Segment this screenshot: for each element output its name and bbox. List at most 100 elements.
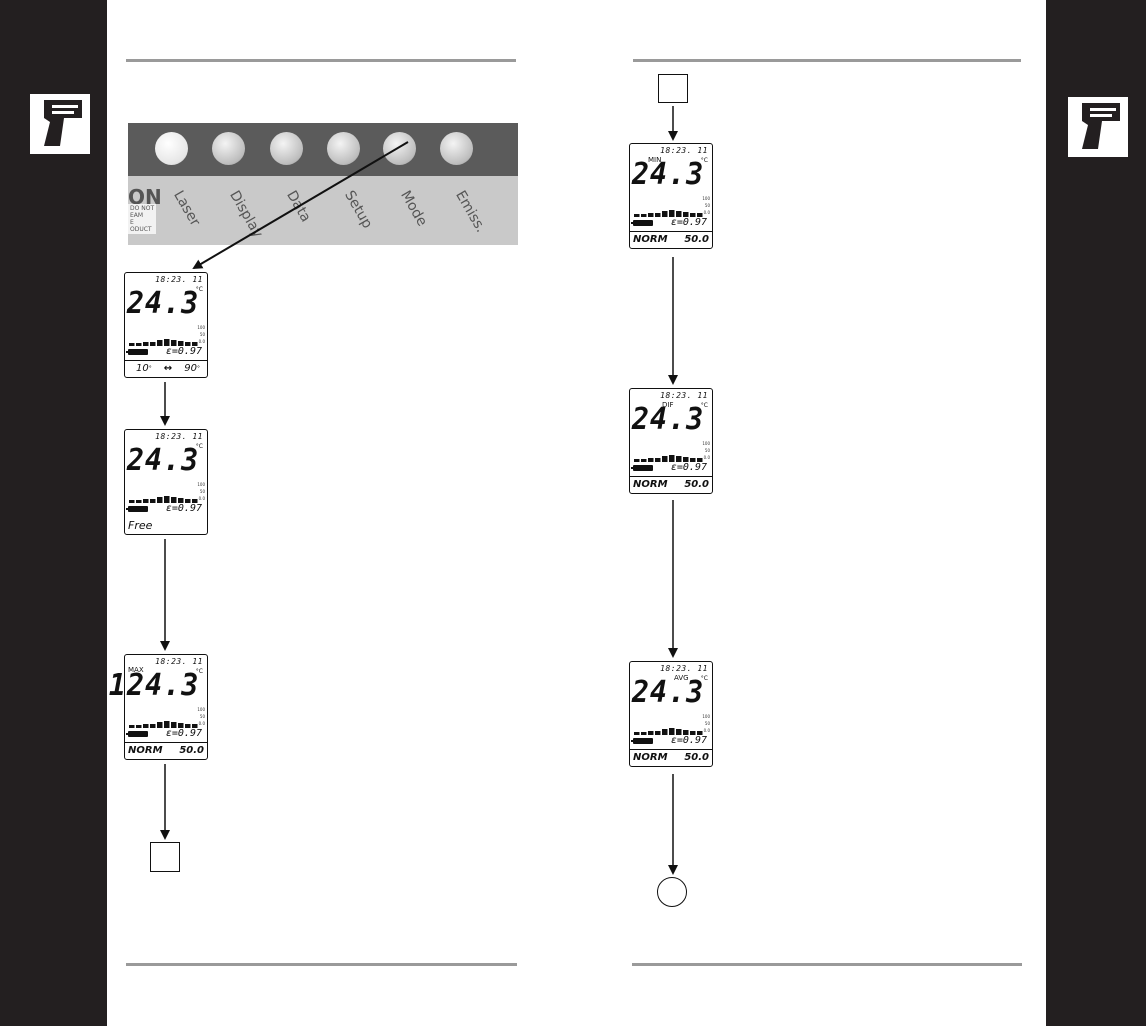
- bargraph-segment: [143, 499, 149, 503]
- display-key: [212, 132, 245, 165]
- scale-tick-0: 0.0: [198, 721, 205, 726]
- bargraph-segment: [178, 498, 184, 503]
- lcd-unit: °C: [700, 157, 708, 164]
- left-footer-rule: [126, 963, 517, 966]
- scale-tick-0: 0.0: [703, 210, 710, 215]
- lcd-emissivity: ε=0.97: [670, 217, 707, 228]
- lcd-footer: 10° ↔ 90°: [136, 363, 200, 374]
- bargraph-segment: [690, 458, 696, 462]
- lcd-separator: [630, 231, 712, 232]
- bargraph-segment: [697, 213, 703, 217]
- bargraph-segment: [662, 211, 668, 217]
- continued-connector-box: [658, 74, 688, 103]
- lcd-footer-value: 50.0: [684, 234, 709, 245]
- bargraph-segment: [655, 458, 661, 462]
- lcd-footer: Free: [128, 520, 204, 532]
- left-thermometer-tab: [29, 93, 91, 155]
- bargraph-segment: [697, 458, 703, 462]
- lcd-mode: MIN: [648, 156, 662, 164]
- ir-thermometer-gun-icon: [44, 100, 82, 146]
- double-arrow-icon: ↔: [163, 363, 173, 374]
- lcd-time: 18:23. 11: [660, 146, 708, 155]
- bargraph-segment: [164, 496, 170, 503]
- lcd-avg-screen: AVG 18:23. 11 °C 24.3 100 50 0.0 ε=0.97 …: [629, 661, 713, 767]
- lcd-separator: [630, 476, 712, 477]
- bargraph: [129, 496, 198, 503]
- battery-icon: [126, 349, 148, 355]
- lcd-reading: 24.3: [126, 443, 199, 478]
- bargraph: [634, 210, 703, 217]
- right-thermometer-tab: [1067, 96, 1129, 158]
- scale-tick-50: 50: [199, 714, 205, 719]
- bargraph-segment: [136, 500, 142, 503]
- bargraph-segment: [641, 732, 647, 735]
- lcd-reading: 24.3: [631, 675, 704, 710]
- lcd-footer: NORM 50.0: [633, 234, 709, 246]
- scale-tick-0: 0.0: [198, 339, 205, 344]
- bargraph-segment: [129, 500, 135, 503]
- battery-icon: [126, 506, 148, 512]
- bargraph-segment: [171, 340, 177, 346]
- bargraph-segment: [143, 342, 149, 346]
- lcd-reading: 24.3: [631, 402, 704, 437]
- lcd-footer-mode: NORM: [633, 234, 668, 245]
- bargraph-segment: [641, 214, 647, 217]
- bargraph: [129, 721, 198, 728]
- bargraph-segment: [648, 731, 654, 735]
- bargraph-segment: [192, 724, 198, 728]
- bargraph: [129, 339, 198, 346]
- lcd-footer-mode: NORM: [633, 752, 668, 763]
- lcd-min-screen: MIN 18:23. 11 °C 24.3 100 50 0.0 ε=0.97 …: [629, 143, 713, 249]
- lcd-time: 18:23. 11: [155, 275, 203, 284]
- bargraph-segment: [150, 499, 156, 503]
- right-page-edge-bar: [1046, 0, 1146, 1026]
- lcd-footer-value: 50.0: [684, 752, 709, 763]
- bargraph-segment: [655, 731, 661, 735]
- scale-tick-50: 50: [704, 203, 710, 208]
- lcd-footer: NORM 50.0: [633, 752, 709, 764]
- scale-tick-100: 100: [197, 707, 205, 712]
- left-page-edge-bar: [0, 0, 107, 1026]
- bargraph-segment: [192, 342, 198, 346]
- lcd-time: 18:23. 11: [660, 391, 708, 400]
- bargraph-segment: [157, 497, 163, 503]
- lcd-separator: [630, 749, 712, 750]
- bargraph-segment: [150, 724, 156, 728]
- lcd-footer-mode: NORM: [128, 745, 163, 756]
- bargraph-segment: [157, 722, 163, 728]
- lcd-footer-value: 50.0: [179, 745, 204, 756]
- lcd-emissivity: ε=0.97: [670, 735, 707, 746]
- scale-tick-50: 50: [199, 332, 205, 337]
- lcd-max-screen: MAX 18:23. 11 °C 124.3 100 50 0.0 ε=0.97…: [108, 654, 208, 760]
- bargraph-segment: [676, 456, 682, 462]
- bargraph-segment: [185, 342, 191, 346]
- emiss-key: [440, 132, 473, 165]
- lcd-separator: [125, 360, 207, 361]
- bargraph-segment: [676, 729, 682, 735]
- bargraph-segment: [157, 340, 163, 346]
- lcd-reading: 24.3: [631, 157, 704, 192]
- bargraph: [634, 728, 703, 735]
- lcd-emissivity: ε=0.97: [165, 728, 202, 739]
- lcd-time: 18:23. 11: [660, 664, 708, 673]
- setup-key: [327, 132, 360, 165]
- bargraph-segment: [683, 212, 689, 217]
- end-connector-circle: [657, 877, 687, 907]
- lcd-reading: 124.3: [108, 668, 199, 703]
- mode-key-arrow: [192, 141, 409, 270]
- scale-tick-100: 100: [702, 196, 710, 201]
- scale-tick-50: 50: [704, 721, 710, 726]
- right-header-rule: [633, 59, 1021, 62]
- bargraph-segment: [171, 497, 177, 503]
- bargraph-segment: [683, 457, 689, 462]
- lcd-time: 18:23. 11: [155, 657, 203, 666]
- left-header-rule: [126, 59, 516, 62]
- battery-icon: [631, 220, 653, 226]
- bargraph-segment: [634, 732, 640, 735]
- bargraph-segment: [690, 731, 696, 735]
- bargraph-segment: [185, 499, 191, 503]
- bargraph-segment: [178, 723, 184, 728]
- lcd-angle-screen: 18:23. 11 °C 24.3 100 50 0.0 ε=0.97 10° …: [124, 272, 208, 378]
- continue-connector-box: [150, 842, 180, 872]
